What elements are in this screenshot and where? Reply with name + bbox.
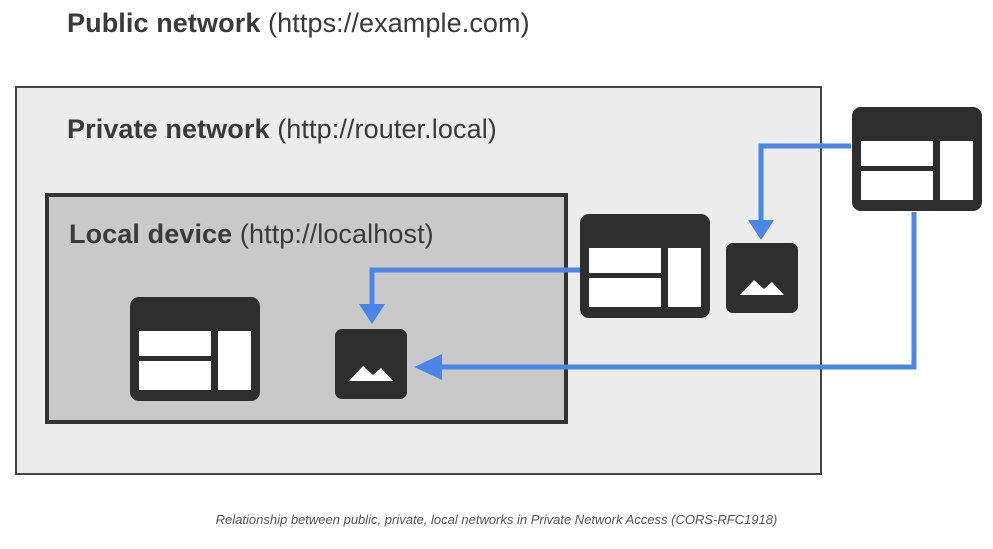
private-image-icon (726, 243, 798, 313)
public-to-local-arrowhead (414, 354, 442, 380)
figure-caption: Relationship between public, private, lo… (215, 512, 778, 527)
local-device-url: (http://localhost) (239, 219, 434, 249)
private-page-icon (580, 214, 710, 318)
local-device-name: Local device (69, 219, 233, 249)
local-device-title: Local device (http://localhost) (69, 221, 434, 248)
private-network-name: Private network (67, 114, 270, 144)
public-to-private-arrowhead (748, 220, 774, 240)
public-network-url: (https://example.com) (268, 8, 530, 38)
private-to-local-arrow-line (369, 267, 580, 306)
local-page-icon (130, 297, 260, 401)
private-to-local-arrowhead (359, 304, 385, 324)
local-image-icon (335, 329, 407, 399)
public-to-private-arrow-line (758, 143, 851, 222)
public-network-title: Public network (https://example.com) (67, 10, 530, 37)
arrows-group (369, 143, 917, 370)
private-network-title: Private network (http://router.local) (67, 116, 497, 143)
public-network-name: Public network (67, 8, 261, 38)
arrowheads-group (359, 220, 774, 380)
public-to-local-arrow-line (440, 212, 917, 370)
public-page-icon (852, 107, 982, 211)
private-network-url: (http://router.local) (277, 114, 497, 144)
